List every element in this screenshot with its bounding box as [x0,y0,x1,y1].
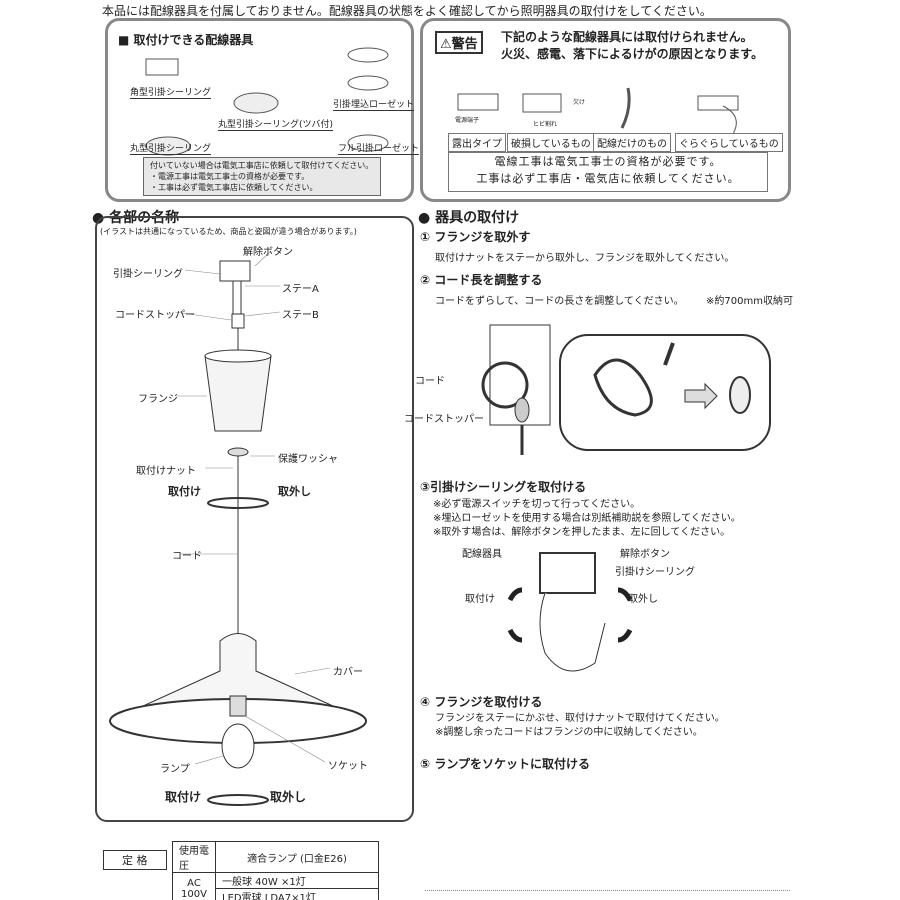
prohibited-label: 露出タイプ [448,133,506,152]
label-cord-stopper: コードストッパー [115,310,195,321]
step4-desc: フランジをステーにかぶせ、取付けナットで取付けてください。 ※調整し余ったコード… [435,712,725,740]
wiring-devices-illustration [145,47,389,156]
spec-header: 使用電圧 [172,841,216,873]
compatible-devices-box: ■ 取付けできる配線器具 角型引掛シーリング 丸型引掛シーリング(ツバ付) 引掛… [105,18,420,202]
label-detach: 取外し [278,485,311,498]
spec-header: 適合ランプ (口金E26) [215,841,379,873]
note-line: 付いていない場合は電気工事店に依頼して取付けてください。 [150,161,374,170]
spec-voltage: AC 100V [172,872,216,900]
warning-badge: ⚠警告 [435,31,483,54]
compatible-note: 付いていない場合は電気工事店に依頼して取付けてください。 ・電源工事は電気工事士… [143,157,381,196]
step3-title: ③引掛けシーリングを取付ける [420,480,587,494]
compatible-title: ■ 取付けできる配線器具 [118,33,254,47]
label-attach: 取付け [168,485,201,498]
step5-title: ⑤ ランプをソケットに取付ける [420,757,590,771]
label-detach: 取外し [270,790,307,804]
step1-title: ① フランジを取外す [420,230,531,244]
device-label: 丸型引掛シーリング [130,141,212,155]
small-label: ヒビ割れ [533,121,558,128]
top-notice: 本品には配線器具を付属しておりません。配線器具の状態をよく確認してから照明器具の… [102,4,712,18]
desc-line: フランジをステーにかぶせ、取付けナットで取付けてください。 [435,713,725,724]
note-line: ・電源工事は電気工事士の資格が必要です。 [150,172,310,181]
warning-box: ⚠警告 下記のような配線器具には取付けられません。 火災、感電、落下によるけがの… [420,18,791,202]
step2-note: ※約700mm収納可 [706,296,793,307]
label-flange: フランジ [138,394,178,405]
device-label: 角型引掛シーリング [130,85,212,99]
label-nut: 取付けナット [136,466,196,477]
label-detach: 取外し [628,594,658,605]
spec-lamp: 一般球 40W ×1灯 [215,872,379,889]
step2-title: ② コード長を調整する [420,273,543,287]
label-stay-a: ステーA [282,284,319,295]
label-wiring-device: 配線器具 [462,549,502,560]
cord-adjust-illustration [481,324,771,455]
warning-note: 電線工事は電気工事士の資格が必要です。 工事は必ず工事店・電気店に依頼してくださ… [448,152,768,192]
label-release-button: 解除ボタン [620,549,670,560]
step4-title: ④ フランジを取付ける [420,695,543,709]
divider [425,890,790,891]
parts-title: ● 各部の名称 [92,210,180,226]
label-ceiling: 引掛シーリング [113,269,183,280]
warning-text: 下記のような配線器具には取付けられません。 火災、感電、落下によるけがの原因とな… [501,29,763,63]
note-line: ※埋込ローゼットを使用する場合は別紙補助説を参照してください。 [433,513,741,524]
note-line: ・工事は必ず電気工事店に依頼してください。 [150,183,318,192]
spec-lamp: LED電球 LDA7×1灯 [215,888,379,900]
label-attach: 取付け [465,594,495,605]
device-label: 引掛埋込ローゼット [333,97,415,111]
note-line: 工事は必ず工事店・電気店に依頼してください。 [476,172,740,185]
note-line: ※取外す場合は、解除ボタンを押したまま、左に回してください。 [433,527,731,538]
note-line: ※必ず電源スイッチを切って行ってください。 [433,499,641,510]
label-cord-stopper: コードストッパー [404,414,484,425]
warning-line: 火災、感電、落下によるけがの原因となります。 [501,47,764,61]
step1-desc: 取付けナットをステーから取外し、フランジを取外してください。 [435,253,735,264]
device-label: フル引掛ローゼット [338,141,420,155]
install-title: ● 器具の取付け [418,210,520,226]
small-label: 電源端子 [455,117,480,124]
label-cord: コード [172,551,202,562]
label-cover: カバー [333,667,363,678]
step3-notes: ※必ず電源スイッチを切って行ってください。 ※埋込ローゼットを使用する場合は別紙… [433,498,741,540]
note-line: 電線工事は電気工事士の資格が必要です。 [494,155,722,168]
label-washer: 保護ワッシャ [278,454,338,465]
prohibited-label: 配線だけのもの [593,133,671,152]
warning-badge-text: 警告 [451,37,478,52]
step2-desc: コードをずらして、コードの長さを調整してください。 [435,296,684,307]
spec-label: 定 格 [103,850,167,870]
label-socket: ソケット [328,761,368,772]
warning-line: 下記のような配線器具には取付けられません。 [501,30,753,44]
prohibited-label: ぐらぐらしているもの [675,133,783,152]
small-label: 欠け [573,99,586,106]
device-label: 丸型引掛シーリング(ツバ付) [218,117,334,131]
label-stay-b: ステーB [282,310,319,321]
desc-line: ※調整し余ったコードはフランジの中に収納してください。 [435,727,703,738]
label-attach: 取付け [165,790,202,804]
prohibited-devices-illustration [457,87,739,135]
lamp-parts-illustration [108,251,368,806]
label-lamp: ランプ [160,764,190,775]
ceiling-install-illustration [507,552,633,672]
warning-icon: ⚠ [440,37,452,52]
parts-box [95,216,414,822]
label-ceiling: 引掛けシーリング [615,567,695,578]
label-release-button: 解除ボタン [243,247,293,258]
parts-subtitle: (イラストは共通になっているため、商品と姿図が違う場合があります。) [100,227,357,236]
prohibited-label: 破損しているもの [507,133,595,152]
label-cord: コード [415,376,445,387]
